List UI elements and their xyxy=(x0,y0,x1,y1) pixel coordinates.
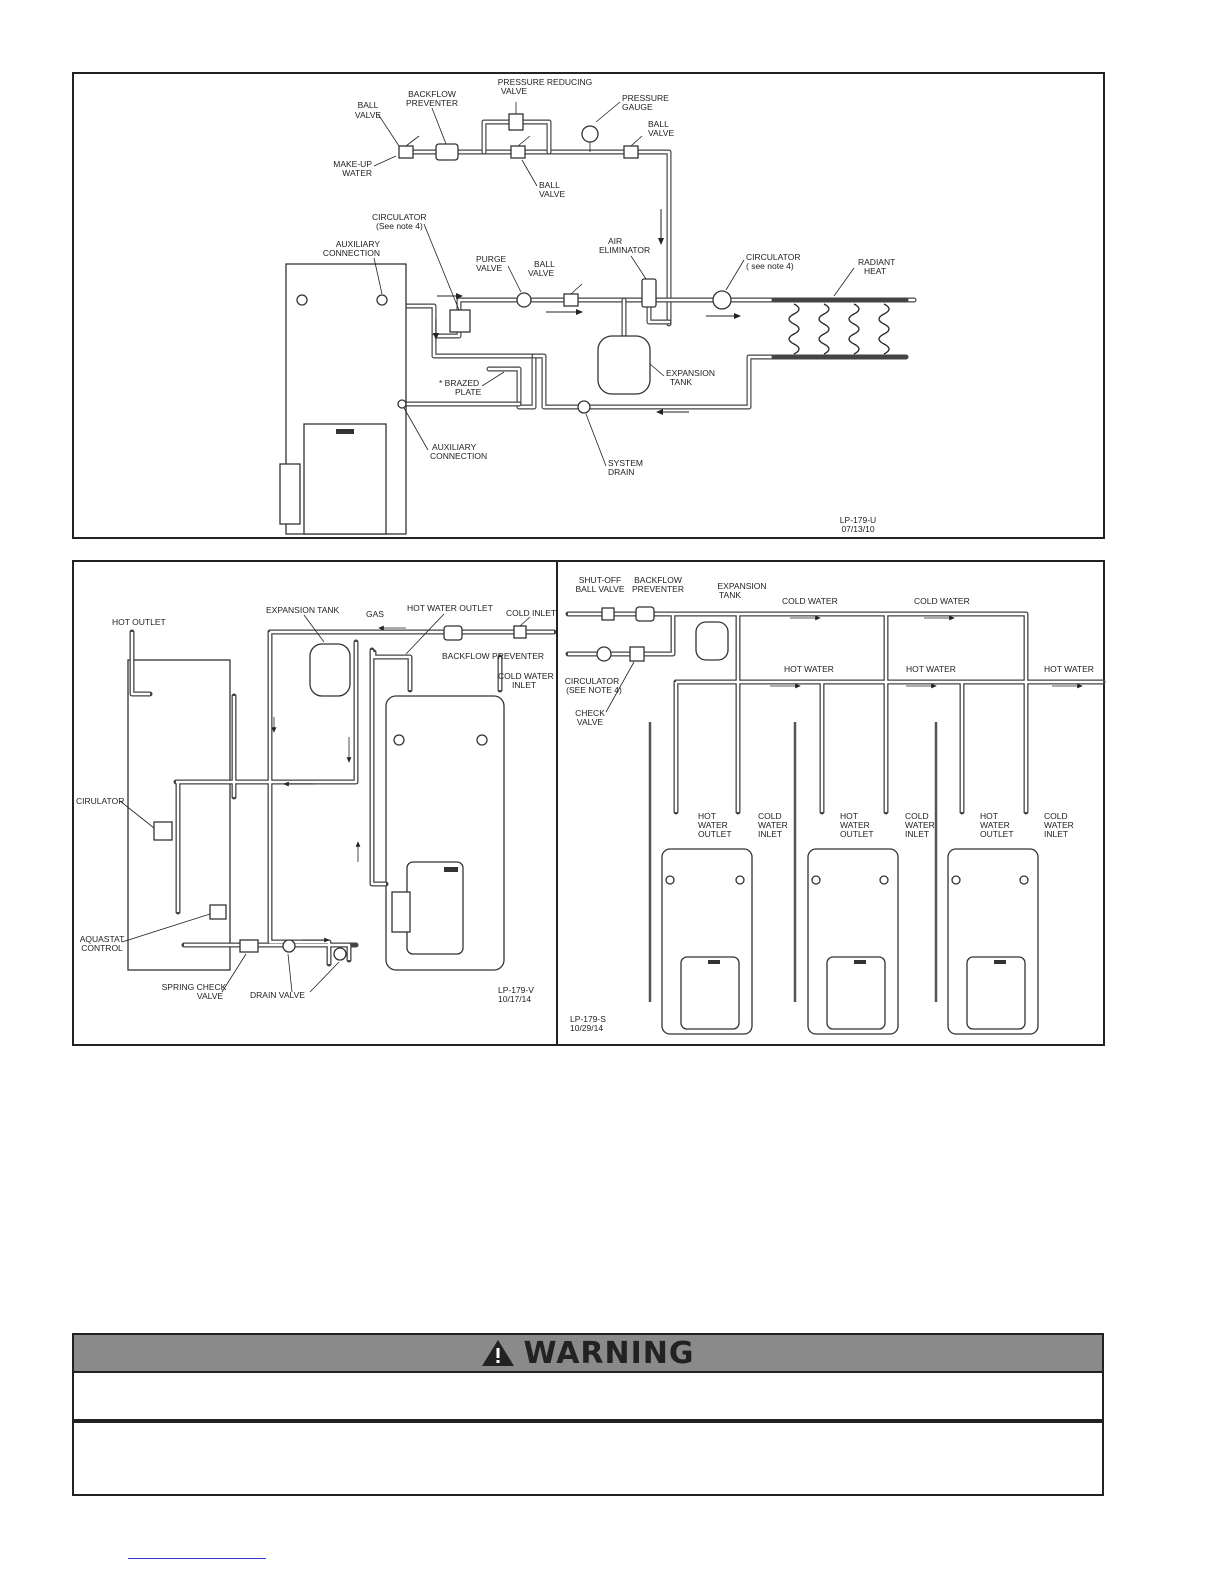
circulator-icon xyxy=(449,309,471,333)
hot-water-outlet-label: HOT WATER OUTLET xyxy=(407,603,493,613)
warning-header: WARNING xyxy=(72,1333,1104,1373)
indirect-heater-schematic: HOT OUTLET EXPANSION TANK GAS HOT WATER … xyxy=(76,603,557,1004)
circulator-label: CIRCULATOR( see note 4) xyxy=(746,252,800,271)
hot-water-label: HOT WATER xyxy=(906,664,956,674)
ball-valve-icon xyxy=(510,135,531,159)
expansion-tank-label: EXPANSION TANK xyxy=(266,605,340,615)
circulator-label: CIRCULATOR(See note 4) xyxy=(372,212,426,231)
water-heater-unit xyxy=(807,848,899,1035)
drain-valve-icon xyxy=(282,939,296,953)
purge-valve-icon xyxy=(516,292,532,308)
backflow-preventer-icon xyxy=(443,625,463,641)
system-drain-valve-icon xyxy=(577,400,591,414)
air-eliminator-icon xyxy=(641,278,657,308)
expansion-tank-icon xyxy=(309,643,351,697)
ball-valve-icon xyxy=(601,607,615,621)
cold-water-label: COLD WATER xyxy=(914,596,970,606)
boiler-unit xyxy=(279,263,407,535)
circulator-icon xyxy=(712,290,732,310)
hot-water-label: HOT WATER xyxy=(784,664,834,674)
diagram-indirect-water-heater: HOT OUTLET EXPANSION TANK GAS HOT WATER … xyxy=(72,560,558,1046)
water-heater-unit xyxy=(947,848,1039,1035)
circulator-icon xyxy=(153,821,173,841)
backflow-preventer-icon xyxy=(635,606,655,622)
ball-valve-icon xyxy=(623,135,643,159)
drain-valve-label: DRAIN VALVE xyxy=(250,990,305,1000)
cold-inlet-label: COLD INLET xyxy=(506,608,556,618)
footer-link-underline xyxy=(128,1558,266,1559)
water-heater-unit xyxy=(661,848,753,1035)
cold-water-label: COLD WATER xyxy=(782,596,838,606)
circulator-label: CIRCULATOR(SEE NOTE 4) xyxy=(565,676,622,695)
backflow-preventer-label: BACKFLOW PREVENTER xyxy=(442,651,544,661)
expansion-tank-icon xyxy=(597,335,651,395)
circulator-icon xyxy=(596,646,612,662)
warning-title: WARNING xyxy=(523,1335,695,1371)
expansion-tank-icon xyxy=(695,621,729,661)
ball-valve-icon xyxy=(398,135,420,159)
hot-outlet-label: HOT OUTLET xyxy=(112,617,166,627)
water-heater-unit xyxy=(385,695,505,971)
pressure-reducing-valve-icon xyxy=(508,102,524,131)
radiant-heat-coils xyxy=(788,303,890,355)
warning-row xyxy=(72,1421,1104,1496)
hot-water-label: HOT WATER xyxy=(1044,664,1094,674)
pressure-gauge-icon xyxy=(581,125,599,152)
backflow-preventer-icon xyxy=(435,143,459,161)
drain-valve-icon xyxy=(333,947,347,961)
ball-valve-icon xyxy=(513,616,531,639)
warning-triangle-icon xyxy=(482,1340,515,1366)
gas-label: GAS xyxy=(366,609,384,619)
spring-check-valve-icon xyxy=(239,939,259,953)
circulator-label: CIRULATOR xyxy=(76,796,124,806)
aquastat-control-icon xyxy=(209,904,227,920)
ball-valve-icon xyxy=(563,283,583,307)
check-valve-icon xyxy=(629,646,645,662)
warning-row xyxy=(72,1373,1104,1421)
